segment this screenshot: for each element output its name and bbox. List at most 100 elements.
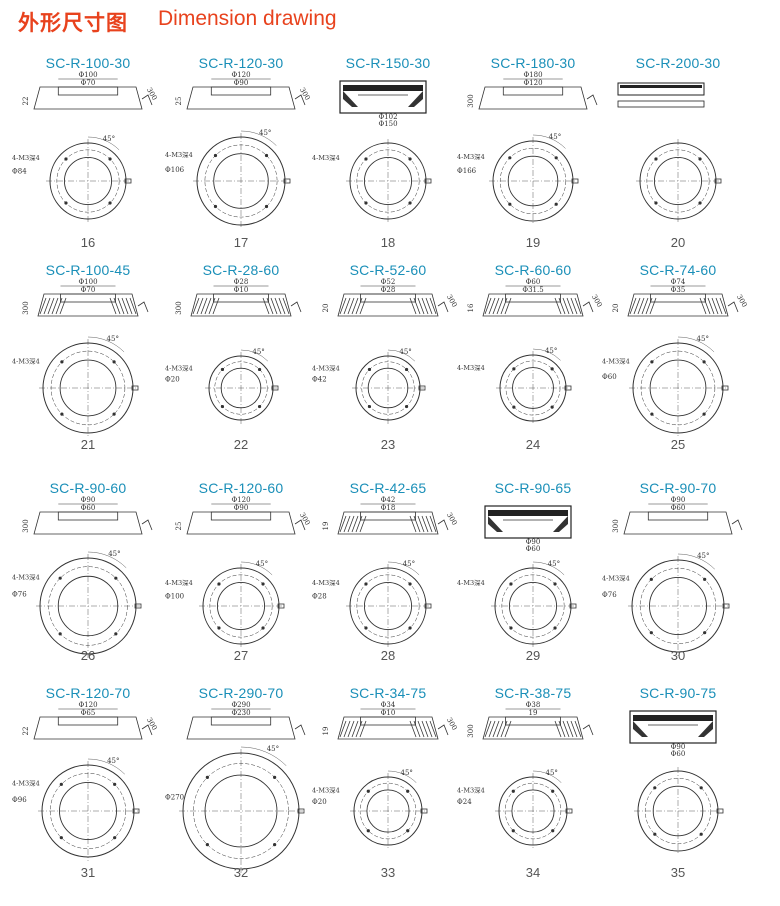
- mount-hole: [64, 157, 68, 161]
- mount-hole: [511, 829, 515, 833]
- mount-hole: [512, 405, 516, 409]
- hatch-line: [129, 297, 137, 315]
- hatch-line: [492, 720, 500, 738]
- cable-outlet: [283, 178, 291, 184]
- hatch-line: [59, 297, 67, 315]
- hatch-line: [274, 297, 282, 315]
- hatch-line: [425, 720, 433, 738]
- cable-outlet: [716, 808, 724, 814]
- hatch-line: [500, 720, 508, 738]
- dim-text: 16: [467, 303, 475, 312]
- mount-hole: [113, 782, 117, 786]
- section-view: [484, 505, 572, 539]
- angle-arc: [240, 349, 269, 362]
- hole-spec-text: 4-M3深4: [602, 574, 630, 583]
- hatch-line: [574, 720, 582, 738]
- model-label: SC-R-60-60: [494, 262, 572, 278]
- dim-text: Φ60: [526, 545, 541, 553]
- dim-text: Φ18: [381, 504, 396, 512]
- mount-hole: [703, 631, 707, 635]
- dim-text: Φ90: [81, 496, 96, 504]
- mount-hole: [60, 360, 64, 364]
- angle-text: 45°: [545, 769, 557, 777]
- mount-hole: [650, 360, 654, 364]
- hatch-line: [429, 720, 437, 738]
- mount-hole: [551, 829, 555, 833]
- dim-text: 300: [612, 519, 620, 532]
- angle-arc: [240, 746, 287, 766]
- mount-hole: [108, 201, 112, 205]
- hatch-line: [343, 720, 351, 738]
- mount-hole: [273, 843, 277, 847]
- angle-text: 45°: [107, 335, 119, 343]
- angle-text: 45°: [103, 135, 115, 143]
- dim-text: 22: [22, 727, 30, 736]
- angle-text: 45°: [399, 348, 411, 356]
- cable-outlet: [277, 603, 285, 609]
- mount-hole: [698, 201, 702, 205]
- hatch-line: [278, 297, 286, 315]
- hatch-line: [109, 297, 117, 315]
- cable: [586, 94, 598, 106]
- hatch-line: [113, 297, 121, 315]
- hole-spec-text: 4-M3深4: [457, 785, 485, 794]
- hatch-line: [359, 515, 367, 533]
- mount-hole: [58, 576, 62, 580]
- mount-hole: [217, 626, 221, 630]
- housing-top: [620, 85, 702, 88]
- section-view: [186, 716, 296, 740]
- hatch-line: [39, 297, 47, 315]
- mount-hole: [702, 360, 706, 364]
- mount-hole: [653, 786, 657, 790]
- cable: [727, 301, 739, 313]
- cable-outlet: [131, 385, 139, 391]
- hatch-line: [270, 297, 278, 315]
- model-label: SC-R-34-75: [349, 685, 427, 701]
- section-view: [617, 82, 705, 96]
- drawing-number: 29: [525, 648, 541, 663]
- hatch-line: [504, 297, 512, 315]
- mount-hole: [509, 626, 513, 630]
- section-view: [339, 80, 427, 114]
- circle-dim-text: Φ270: [165, 793, 184, 801]
- section-view: [482, 293, 584, 317]
- dim-text: Φ90: [671, 496, 686, 504]
- inner-bore: [505, 716, 561, 726]
- section-view: [37, 293, 139, 317]
- hatch-line: [339, 297, 347, 315]
- pitch-circle: [504, 782, 562, 840]
- dimension-drawing: [617, 82, 722, 223]
- hatch-line: [421, 720, 429, 738]
- hatch-line: [117, 297, 125, 315]
- cable-outlet: [424, 603, 432, 609]
- drawing-number: 30: [670, 648, 686, 663]
- mount-hole: [550, 367, 554, 371]
- drawing-number: 18: [380, 235, 396, 250]
- hatch-line: [417, 720, 425, 738]
- inner-circle: [649, 359, 707, 417]
- hole-spec-text: 4-M3深4: [312, 153, 340, 162]
- mount-hole: [364, 626, 368, 630]
- hatch-line: [351, 297, 359, 315]
- mount-hole: [702, 412, 706, 416]
- dim-text: 300: [467, 724, 475, 737]
- pitch-circle: [501, 574, 565, 638]
- cable-outlet: [134, 603, 142, 609]
- angle-text: 45°: [107, 757, 119, 765]
- dim-text: Φ100: [78, 71, 97, 79]
- dim-text: Φ60: [671, 504, 686, 512]
- mount-hole: [653, 832, 657, 836]
- dim-text: Φ52: [381, 278, 396, 286]
- hatch-line: [266, 297, 274, 315]
- dim-text: Φ65: [81, 709, 96, 717]
- hatch-line: [351, 515, 359, 533]
- hatch-line: [492, 297, 500, 315]
- angle-text: 45°: [259, 129, 271, 137]
- housing-top: [488, 510, 568, 516]
